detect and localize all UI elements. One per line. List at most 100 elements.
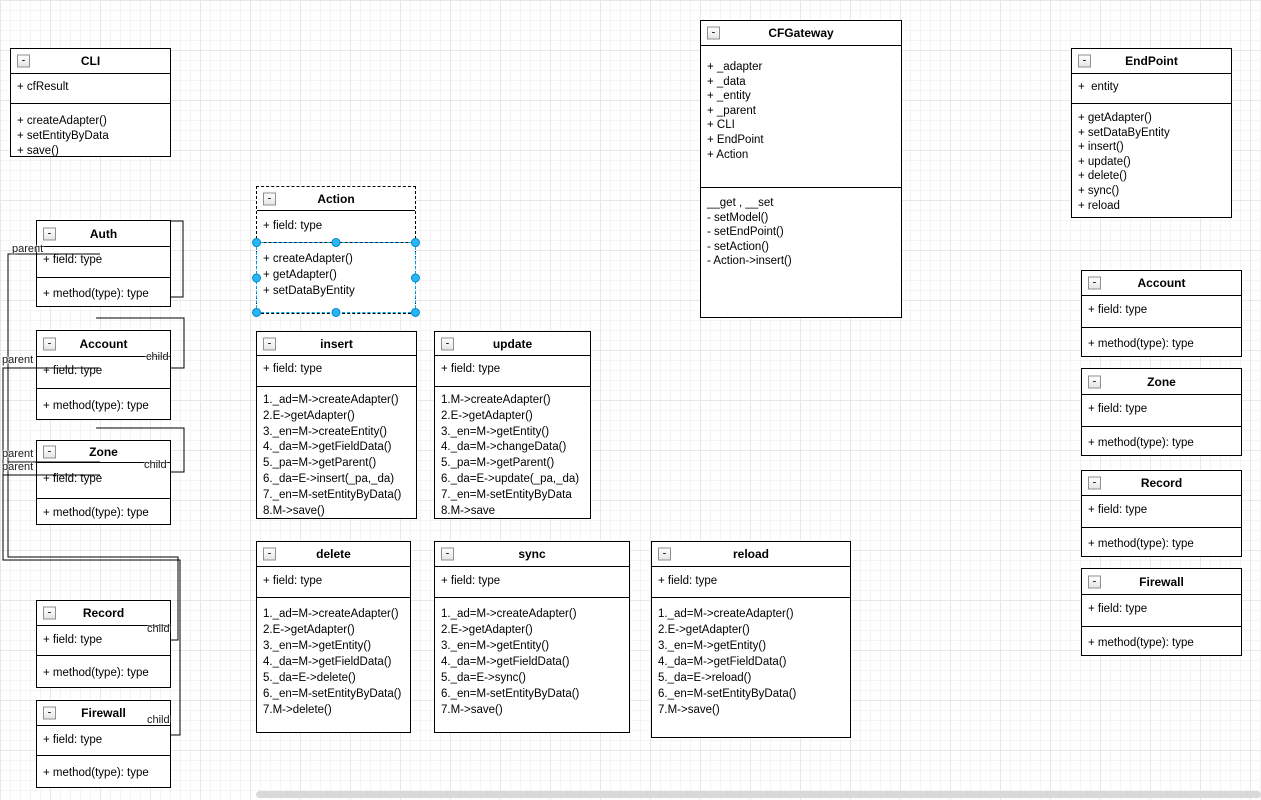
class-method: + save()	[17, 145, 59, 157]
class-box-record-left[interactable]: -Record+ field: type+ method(type): type	[36, 600, 171, 688]
collapse-icon[interactable]: -	[263, 547, 276, 561]
class-box-firewall-right[interactable]: - Firewall + field: type + method(type): ty…	[1081, 568, 1242, 656]
edge-role-label[interactable]: child	[144, 459, 167, 471]
edge-role-label[interactable]: parent	[2, 354, 34, 366]
selection-handle[interactable]	[252, 238, 262, 248]
class-method: + method(type): type	[43, 400, 149, 412]
collapse-icon[interactable]: -	[707, 26, 720, 40]
class-method: 7.M->delete()	[263, 704, 332, 716]
class-method: + update()	[1078, 155, 1131, 168]
class-method: 3._en=M->getEntity()	[441, 640, 550, 652]
class-box-zone-left[interactable]: -Zone+ field: type+ method(type): type	[36, 440, 171, 525]
class-method: + setDataByEntity	[1078, 126, 1170, 139]
collapse-icon[interactable]: -	[263, 337, 276, 350]
class-method: 3._en=M->getEntity()	[658, 640, 767, 652]
class-method: + method(type): type	[1088, 637, 1194, 649]
collapse-icon[interactable]: -	[43, 337, 56, 350]
class-title: reload	[732, 547, 769, 561]
edge-role-label[interactable]: parent	[2, 461, 34, 473]
selection-handle[interactable]	[331, 307, 341, 317]
collapse-icon[interactable]: -	[1088, 575, 1101, 588]
class-method: 4._da=M->getFieldData()	[263, 656, 392, 668]
collapse-icon[interactable]: -	[658, 547, 671, 561]
class-attribute: + field: type	[1088, 403, 1148, 415]
horizontal-scrollbar-thumb[interactable]	[256, 791, 1261, 798]
class-method: + getAdapter()	[1078, 112, 1152, 124]
class-method: + method(type): type	[1088, 437, 1194, 449]
selection-handle[interactable]	[252, 273, 262, 282]
class-box-cli[interactable]: -CLI+ cfResult+ createAdapter()+ setEnti…	[10, 48, 171, 157]
class-method: - setEndPoint()	[707, 226, 784, 239]
class-title: CFGateway	[768, 26, 834, 40]
class-box-endpoint[interactable]: -EndPoint+ entity+ getAdapter()+ setData…	[1071, 48, 1232, 218]
class-title: Firewall	[1139, 574, 1184, 589]
collapse-icon[interactable]: -	[43, 445, 56, 458]
edge-role-label[interactable]: child	[147, 623, 170, 635]
class-attribute: + field: type	[43, 473, 103, 485]
class-box-auth[interactable]: -Auth+ field: type+ method(type): type	[36, 220, 171, 307]
class-method: + sync()	[1078, 184, 1120, 197]
class-box-zone-right[interactable]: -Zone+ field: type+ method(type): type	[1081, 368, 1242, 456]
class-attribute: + field: type	[1088, 504, 1148, 516]
class-method: 4._da=M->getFieldData()	[658, 656, 787, 668]
class-attribute: + field: type	[43, 365, 103, 377]
class-method: - setModel()	[707, 211, 769, 224]
collapse-icon[interactable]: -	[43, 706, 56, 720]
class-method: 5._pa=M->getParent()	[263, 457, 377, 470]
collapse-icon[interactable]: -	[1078, 54, 1091, 68]
edge-role-label[interactable]: child	[147, 714, 170, 726]
class-box-update[interactable]: - update + field: type 1.M->createAdapter()…	[434, 331, 591, 519]
class-method: 7._en=M-setEntityByData()	[263, 488, 402, 501]
collapse-icon[interactable]: -	[17, 54, 30, 68]
collapse-icon[interactable]: -	[1088, 476, 1101, 490]
class-box-account-right[interactable]: -Account+ field: type+ method(type): typ…	[1081, 270, 1242, 357]
selection-handle[interactable]	[252, 307, 262, 317]
collapse-icon[interactable]: -	[1088, 276, 1101, 290]
collapse-icon[interactable]: -	[43, 606, 56, 620]
class-attribute: + field: type	[1088, 603, 1148, 615]
class-attribute: + field: type	[441, 575, 501, 587]
class-title: delete	[316, 547, 351, 561]
class-method: 7.M->save()	[441, 704, 503, 716]
class-box-cfgateway[interactable]: -CFGateway+ _adapter+ _data+ _entity+ _p…	[700, 20, 902, 318]
selection-handle[interactable]	[410, 238, 420, 248]
collapse-icon[interactable]: -	[1088, 375, 1101, 388]
collapse-icon[interactable]: -	[441, 547, 454, 561]
class-box-action[interactable]: -Action+ field: type+ createAdapter()+ g…	[252, 186, 420, 317]
class-method: 1.M->createAdapter()	[441, 394, 551, 406]
class-box-account-left[interactable]: -Account+ field: type+ method(type): typ…	[36, 330, 171, 420]
class-method: 3._en=M->createEntity()	[263, 425, 388, 438]
edge-role-label[interactable]: parent	[2, 448, 34, 460]
class-method: + setDataByEntity	[263, 285, 355, 297]
class-attribute: + field: type	[441, 363, 501, 375]
edge-role-label[interactable]: parent	[12, 243, 44, 255]
selection-handle[interactable]	[410, 307, 420, 317]
class-method: 4._da=M->getFieldData()	[263, 441, 392, 454]
selection-handle[interactable]	[410, 273, 420, 282]
class-title: Account	[1137, 276, 1186, 290]
class-title: EndPoint	[1125, 54, 1178, 68]
class-title: update	[492, 336, 533, 351]
class-method: 6._en=M-setEntityByData()	[658, 688, 797, 700]
class-method: + insert()	[1078, 141, 1124, 154]
class-method: 5._da=E->reload()	[658, 672, 752, 684]
class-method: 2.E->getAdapter()	[441, 409, 533, 422]
collapse-icon[interactable]: -	[441, 337, 454, 350]
class-method: + getAdapter()	[263, 269, 337, 281]
class-attribute: + _entity	[707, 90, 751, 103]
class-method: 2.E->getAdapter()	[263, 624, 355, 636]
collapse-icon[interactable]: -	[263, 192, 276, 205]
edge-role-label[interactable]: child	[146, 351, 169, 363]
class-title: Record	[82, 606, 125, 620]
class-box-record-right[interactable]: -Record+ field: type+ method(type): type	[1081, 470, 1242, 557]
selection-handle[interactable]	[331, 238, 341, 248]
class-method: 6._en=M-setEntityByData()	[263, 688, 402, 700]
class-method: 2.E->getAdapter()	[658, 624, 750, 636]
collapse-icon[interactable]: -	[43, 227, 56, 240]
class-method: + createAdapter()	[17, 115, 107, 127]
